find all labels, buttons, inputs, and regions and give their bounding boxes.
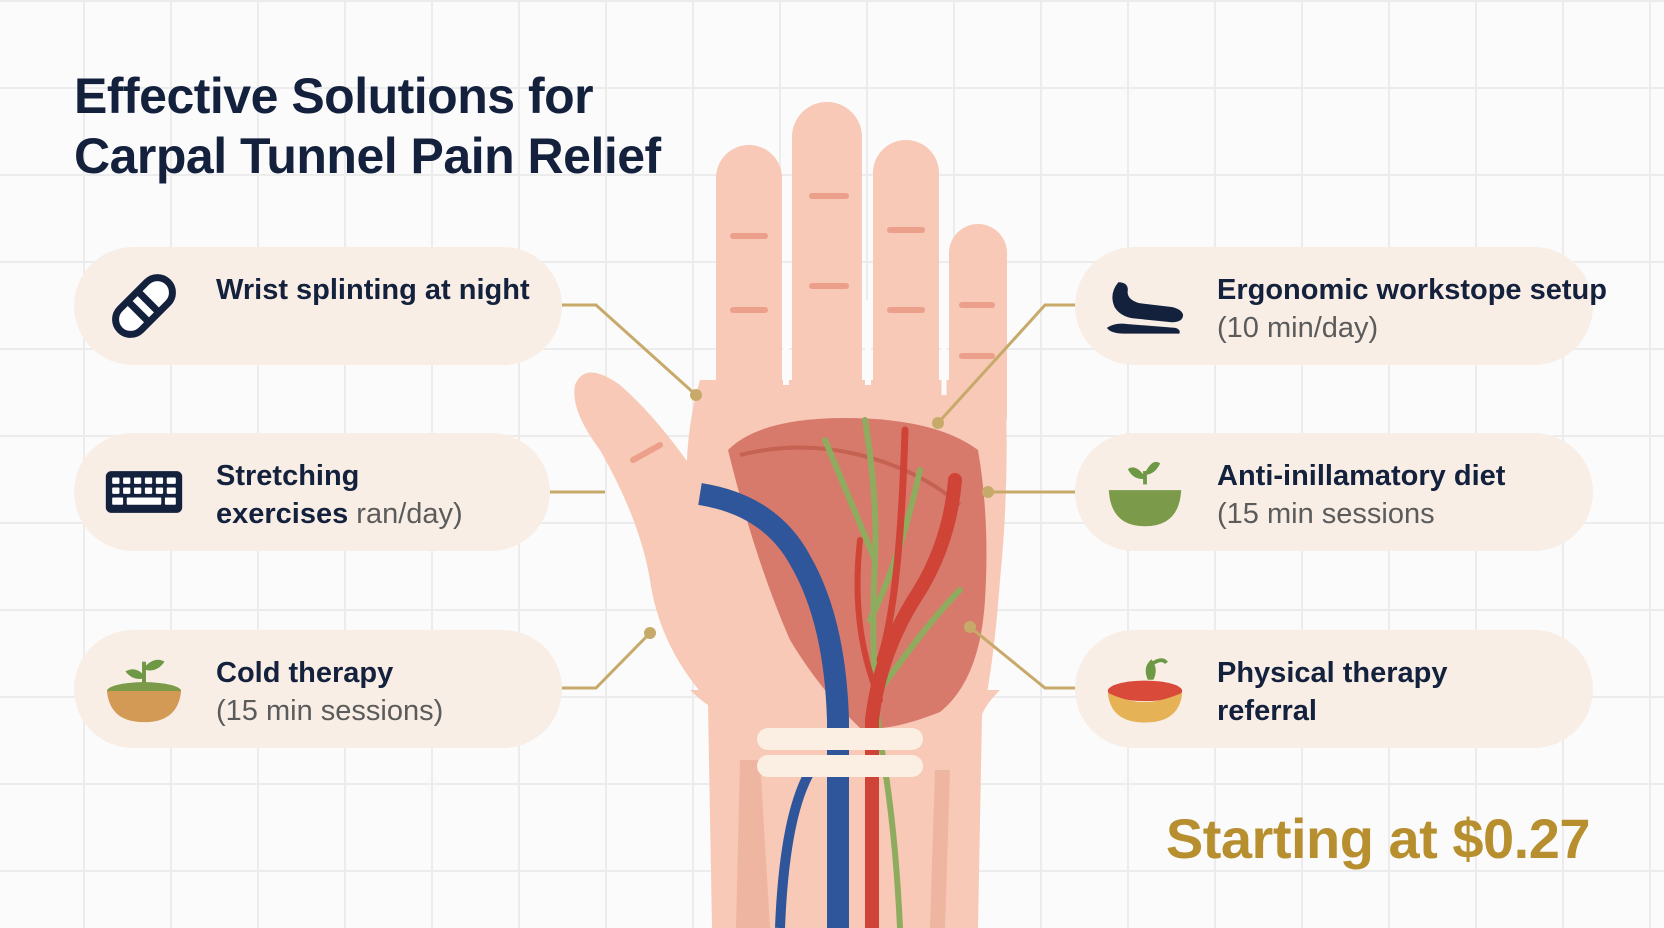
solution-label: Physical therapy — [1217, 657, 1448, 689]
solution-label: Stretching — [216, 460, 360, 492]
solution-text: Physical therapy referral — [1217, 654, 1573, 730]
solution-text: Wrist splinting at night — [216, 271, 542, 309]
solution-card-wrist-splinting: Wrist splinting at night — [74, 247, 562, 365]
solution-detail-main: exercises — [216, 498, 349, 530]
title-line-2: Carpal Tunnel Pain Relief — [74, 128, 661, 184]
solution-card-anti-inflammatory-diet: Anti-inillamatory diet (15 min sessions — [1075, 433, 1593, 551]
solution-card-cold-therapy: Cold therapy (15 min sessions) — [74, 630, 562, 748]
ergonomic-wrist-rest-icon — [1105, 267, 1185, 345]
solution-label: Cold therapy — [216, 657, 394, 689]
page-title: Effective Solutions for Carpal Tunnel Pa… — [74, 66, 661, 186]
solution-text: Anti-inillamatory diet (15 min sessions — [1217, 457, 1573, 533]
solution-card-stretching: Stretching exercises ran/day) — [74, 433, 550, 551]
solution-label: Anti-inillamatory diet — [1217, 460, 1506, 492]
food-bowl-icon — [1105, 650, 1185, 728]
title-line-1: Effective Solutions for — [74, 68, 594, 124]
keyboard-icon — [104, 453, 184, 531]
solution-detail: (10 min/day) — [1217, 312, 1379, 344]
wrist-splint-icon — [104, 267, 184, 345]
solution-card-physical-therapy: Physical therapy referral — [1075, 630, 1593, 748]
solution-card-ergonomic-setup: Ergonomic workstope setup (10 min/day) — [1075, 247, 1607, 365]
solution-text: Cold therapy (15 min sessions) — [216, 654, 542, 730]
solution-label: Ergonomic workstope setup — [1217, 274, 1607, 306]
solution-detail: referral — [1217, 695, 1317, 727]
solution-text: Stretching exercises ran/day) — [216, 457, 530, 533]
sprout-bowl-icon — [104, 650, 184, 728]
solution-text: Ergonomic workstope setup (10 min/day) — [1217, 271, 1607, 347]
salad-bowl-icon — [1105, 453, 1185, 531]
price-label: Starting at $0.27 — [1165, 807, 1591, 870]
solution-label: Wrist splinting at night — [216, 274, 530, 306]
solution-detail-note: ran/day) — [348, 498, 463, 530]
solution-detail: (15 min sessions) — [216, 695, 444, 727]
solution-detail: exercises ran/day) — [216, 495, 530, 533]
solution-detail: (15 min sessions — [1217, 498, 1435, 530]
